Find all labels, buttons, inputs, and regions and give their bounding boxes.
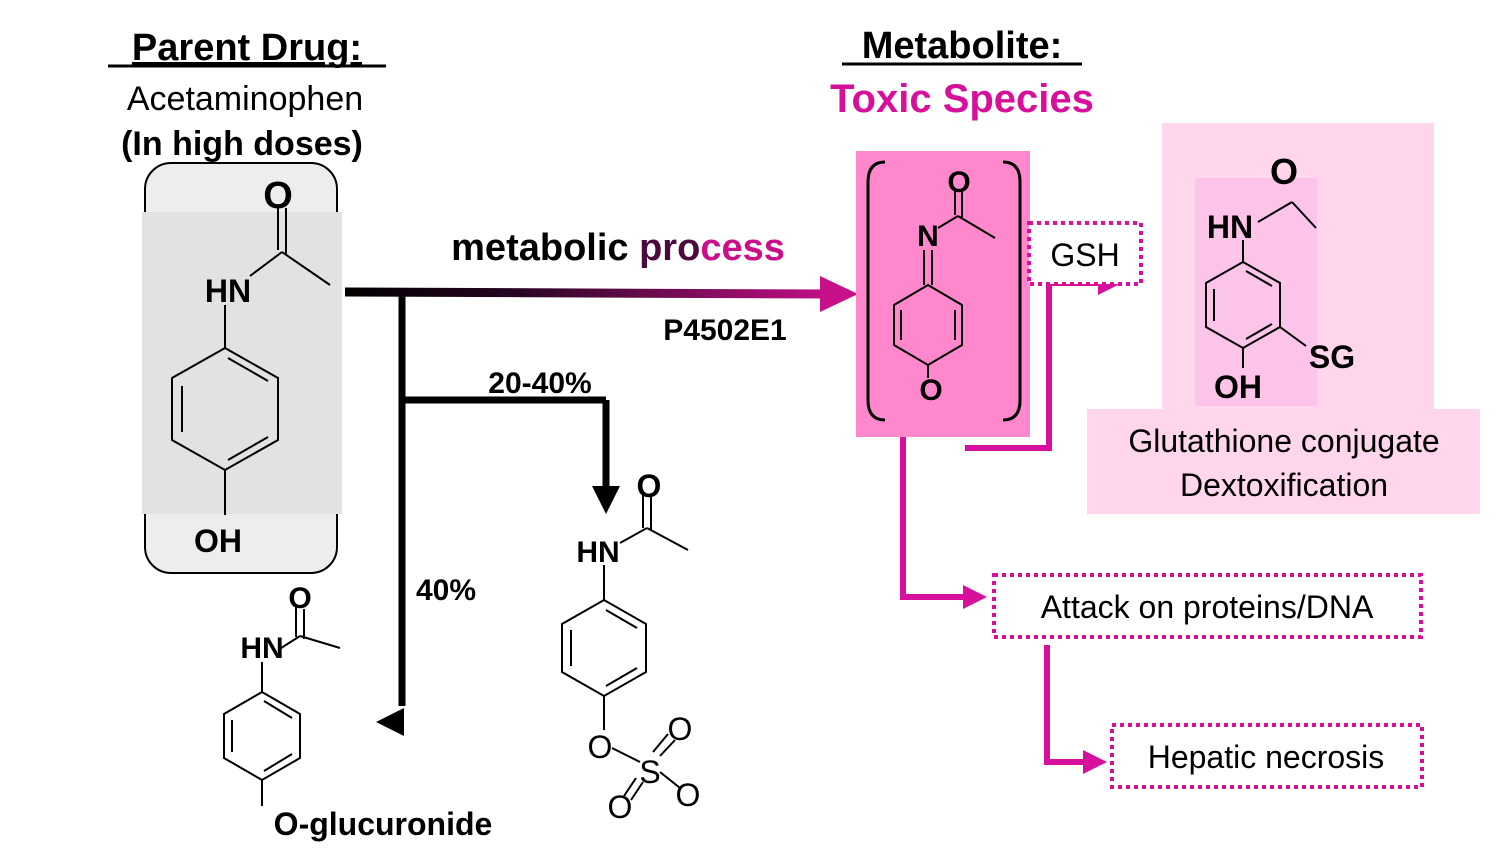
bracket-right — [1002, 160, 1022, 422]
conjugate-label-box — [1087, 409, 1480, 514]
parent-box-shade — [142, 212, 342, 514]
sulfate-conjugate: O HN O S O O O — [561, 468, 701, 825]
atom-nh: HN — [576, 536, 619, 569]
metabolic-arrow-line — [344, 287, 831, 299]
gsh-box — [1027, 221, 1143, 286]
bond — [619, 527, 648, 544]
glucuronide-conjugate: O HN O-glucuronide — [223, 582, 493, 842]
glutathione-conjugate: O HN SG OH Glutathione conjugate Dextoxi… — [1087, 123, 1480, 514]
bond — [659, 739, 676, 757]
atom-oxygen: O — [676, 777, 701, 813]
attack-arrow — [900, 437, 987, 609]
main-metabolic-arrow: metabolic process P4502E1 — [344, 227, 858, 347]
atom-oxygen: O — [263, 175, 293, 217]
bond — [1279, 326, 1307, 347]
atom-oxygen: O — [637, 468, 662, 504]
atom-oxygen: O — [1270, 151, 1298, 192]
bond — [1291, 201, 1317, 229]
glucuronidation-percentage: 40% — [416, 574, 476, 607]
bond — [227, 357, 269, 382]
atom-nh: HN — [240, 632, 283, 665]
atom-oxygen: O — [588, 729, 613, 765]
bond — [957, 215, 996, 239]
atom-oh: OH — [1214, 369, 1262, 405]
bond — [605, 609, 638, 629]
parent-structure: O HN OH — [142, 162, 342, 574]
bond — [249, 251, 283, 277]
bond — [281, 251, 331, 286]
bond — [611, 747, 641, 763]
conjugate-label-line2: Dextoxification — [1180, 467, 1388, 503]
sulfate-ring — [561, 598, 647, 698]
gsh-pathway: GSH — [965, 221, 1143, 451]
atom-nh: HN — [1207, 209, 1253, 245]
enzyme-label: P4502E1 — [663, 314, 786, 347]
bond — [630, 781, 644, 801]
toxicity-pathway: Attack on proteins/DNA Hepatic necrosis — [900, 437, 1424, 789]
label-part-pro: pro — [639, 227, 700, 269]
bond — [1245, 270, 1273, 287]
label-part-metabolic: metabolic — [451, 227, 639, 269]
atom-nh: HN — [205, 273, 251, 309]
metabolite-heading: Metabolite: — [862, 25, 1063, 67]
glucuronide-label: O-glucuronide — [274, 806, 493, 842]
bracket-left — [866, 160, 886, 422]
bond — [263, 700, 293, 719]
atom-oxygen: O — [288, 582, 311, 615]
attack-box — [992, 573, 1423, 639]
bond — [623, 777, 637, 797]
label-part-cess: cess — [700, 227, 785, 269]
gsh-label: GSH — [1050, 237, 1119, 273]
toxic-species-structure: O N O — [856, 151, 1030, 437]
necrosis-arrow — [1044, 645, 1107, 774]
glucuronide-ring — [223, 690, 301, 782]
atom-oh: OH — [194, 523, 242, 559]
parent-dose-note: (In high doses) — [121, 125, 363, 163]
bond — [652, 733, 669, 753]
bond — [646, 527, 689, 551]
bond — [659, 771, 681, 789]
atom-sulfur: S — [639, 754, 660, 790]
metabolic-arrow-head — [820, 276, 858, 312]
atom-oxygen: O — [668, 711, 693, 747]
bond — [1245, 323, 1273, 340]
necrosis-label: Hepatic necrosis — [1148, 739, 1385, 775]
bond — [299, 635, 341, 649]
metabolite-subheading: Toxic Species — [830, 77, 1094, 121]
atom-nitrogen: N — [917, 220, 939, 253]
bond — [1257, 201, 1293, 223]
atom-oxygen: O — [947, 166, 970, 199]
atom-oxygen: O — [608, 789, 633, 825]
bond — [277, 635, 301, 651]
atom-oxygen: O — [919, 374, 942, 407]
sulfation-percentage: 20-40% — [488, 367, 591, 400]
bond — [227, 436, 269, 461]
bond — [605, 667, 638, 687]
parent-heading: Parent Drug: — [132, 27, 362, 69]
bond — [263, 753, 293, 772]
branch-arrows: 20-40% 40% — [376, 292, 620, 736]
attack-label: Attack on proteins/DNA — [1041, 589, 1374, 625]
necrosis-box — [1110, 723, 1424, 789]
conjugate-inner-shade — [1195, 178, 1317, 406]
conjugate-label-line1: Glutathione conjugate — [1128, 423, 1439, 459]
parent-drug-name: Acetaminophen — [127, 80, 363, 118]
bond — [937, 215, 959, 229]
metabolic-process-label: metabolic process — [451, 227, 785, 269]
atom-sg: SG — [1309, 339, 1355, 375]
